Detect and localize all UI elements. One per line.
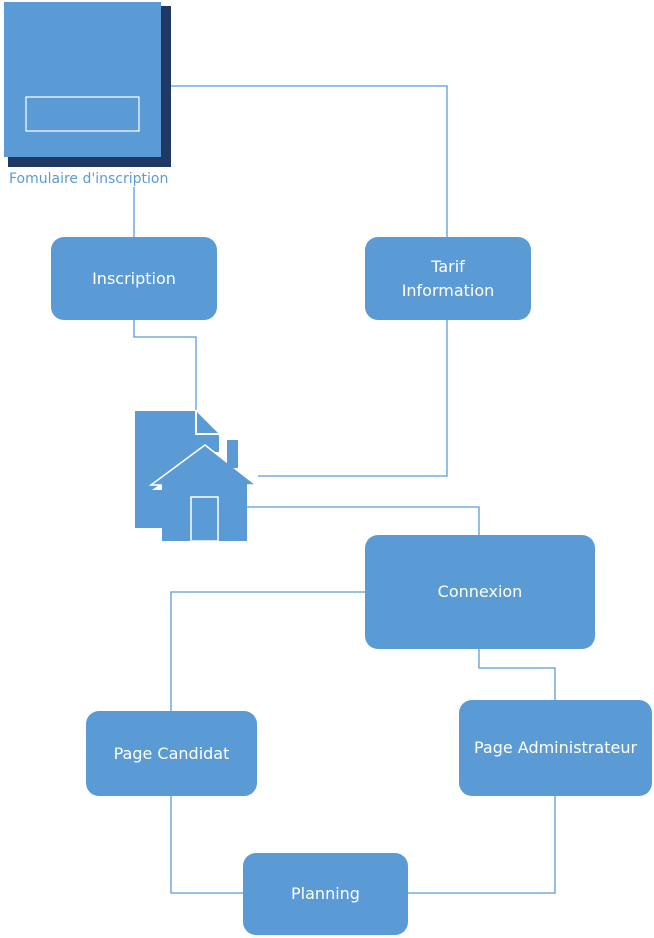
inscription-node[interactable]: Inscription [51,237,217,320]
connector-inscription-to-home [133,320,197,410]
home-document-icon [135,411,259,542]
connector-form-to-tarif [171,85,448,237]
tarif-information-node[interactable]: Tarif Information [365,237,531,320]
connector-admin-to-planning [408,796,556,894]
planning-node[interactable]: Planning [243,853,408,935]
connectors [133,85,556,894]
page-administrateur-node[interactable]: Page Administrateur [459,700,652,796]
connector-tarif-to-home [258,320,448,477]
form-caption: Fomulaire d'inscription [9,171,169,187]
connector-candidat-to-planning [170,796,243,894]
connector-connexion-to-candidat [170,591,365,711]
connector-connexion-to-admin [478,649,556,700]
page-candidat-node[interactable]: Page Candidat [86,711,257,796]
connexion-node[interactable]: Connexion [365,535,595,649]
form-icon [4,2,171,167]
connector-home-to-connexion [247,506,480,535]
